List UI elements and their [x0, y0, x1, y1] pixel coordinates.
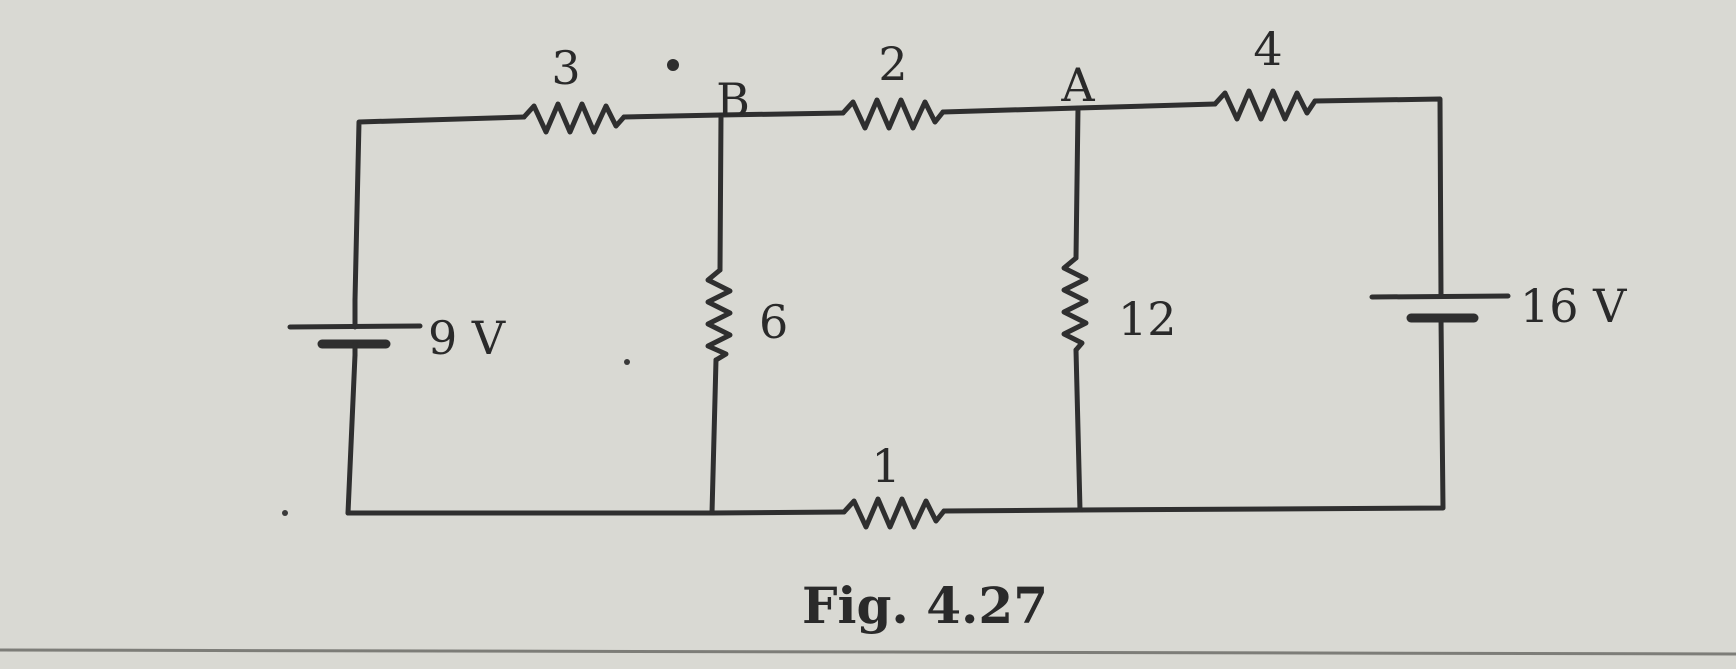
ink-dot-top — [667, 59, 679, 71]
resistor-6 — [705, 267, 733, 363]
battery-16v — [1369, 293, 1511, 323]
label-source-9v: 9 V — [428, 311, 506, 365]
resistor-4 — [1212, 88, 1318, 122]
wire-top-b-to-2 — [718, 110, 846, 118]
figure-caption: Fig. 4.27 — [802, 576, 1048, 635]
label-node-a: A — [1060, 58, 1095, 112]
label-resistor-12: 12 — [1118, 292, 1177, 346]
resistors — [521, 88, 1318, 530]
label-source-16v: 16 V — [1520, 279, 1627, 333]
label-resistor-6: 6 — [759, 295, 788, 349]
wire-bottom-a-to-1 — [941, 507, 1083, 514]
ink-dot-left — [282, 510, 288, 516]
wire-branch-a-lower — [1073, 347, 1083, 513]
resistor-2 — [840, 97, 946, 131]
label-resistor-4: 4 — [1253, 22, 1282, 76]
wires — [345, 96, 1446, 516]
wire-left-bottom — [345, 352, 358, 516]
wire-top-a-to-4 — [1075, 101, 1218, 111]
wire-left-top — [352, 114, 527, 303]
label-node-b: B — [716, 73, 750, 127]
battery-9v — [287, 297, 423, 358]
resistor-3 — [521, 101, 627, 135]
page-edge-line — [0, 648, 1736, 656]
ink-dot-middle — [624, 359, 630, 365]
wire-bottom-1-to-b — [709, 509, 847, 516]
wire-top-3-to-b — [621, 112, 724, 120]
wire-top-2-to-a — [940, 105, 1081, 115]
wire-branch-a-upper — [1073, 105, 1081, 261]
wire-branch-b-lower — [709, 357, 719, 516]
battery-16v-long-plate — [1369, 293, 1511, 300]
resistor-1 — [841, 496, 947, 530]
wire-branch-b-upper — [717, 112, 724, 273]
resistor-12 — [1061, 255, 1089, 353]
wire-right-top — [1312, 96, 1444, 299]
label-resistor-1: 1 — [871, 439, 900, 493]
label-resistor-2: 2 — [878, 37, 907, 91]
wire-right-bottom — [1077, 315, 1446, 513]
label-resistor-3: 3 — [551, 41, 580, 95]
